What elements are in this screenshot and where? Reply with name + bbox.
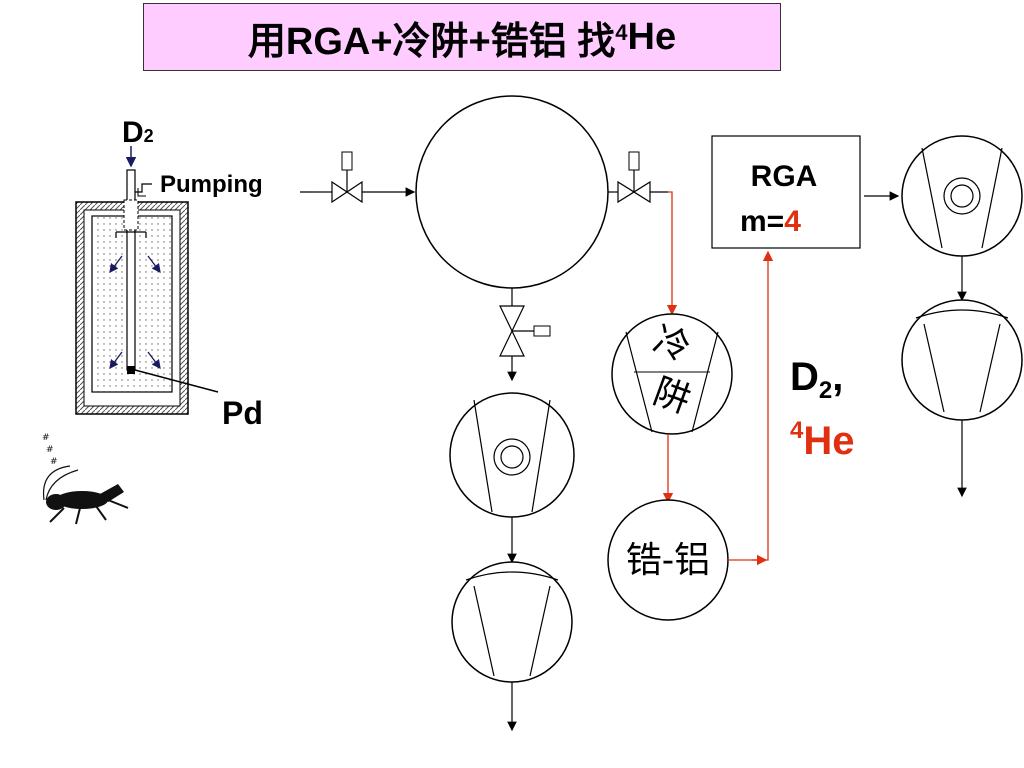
cold-trap bbox=[611, 313, 733, 435]
d2-label: D2 bbox=[122, 116, 154, 149]
roughing-pump-right bbox=[901, 299, 1023, 421]
valve-2[interactable] bbox=[617, 151, 651, 204]
rga-mass-label: m=4 bbox=[740, 205, 801, 238]
title-main: RGA+冷阱+锆铝 找 bbox=[285, 20, 616, 63]
svg-text:#: # bbox=[46, 445, 54, 455]
rga-box bbox=[711, 135, 861, 249]
rga-label: RGA bbox=[751, 160, 818, 193]
pumping-label: Pumping bbox=[160, 171, 263, 198]
flow-to-rga bbox=[728, 250, 774, 561]
valve-1[interactable] bbox=[318, 151, 363, 204]
title-prefix: 用 bbox=[247, 20, 286, 63]
pd-cell bbox=[75, 146, 219, 415]
turbo-pump-right bbox=[901, 135, 1023, 257]
pd-leader-line bbox=[134, 369, 219, 393]
zr-al-label: 锆-铝 bbox=[626, 540, 710, 581]
pd-label: Pd bbox=[222, 395, 263, 431]
turbo-pump-center bbox=[449, 392, 575, 518]
roughing-pump-center bbox=[451, 561, 573, 683]
title-sup: 4 bbox=[615, 20, 628, 45]
title-suffix: He bbox=[627, 15, 677, 58]
flow-to-cold-trap bbox=[666, 191, 678, 316]
cricket-icon: # # # bbox=[42, 433, 129, 525]
gas-he-label: 4He bbox=[790, 417, 855, 463]
pd-sample bbox=[127, 366, 135, 374]
main-vacuum-chamber bbox=[415, 95, 609, 289]
gas-d2-label: D2, bbox=[790, 355, 843, 404]
svg-text:#: # bbox=[50, 457, 58, 467]
svg-text:#: # bbox=[42, 433, 50, 443]
valve-3[interactable] bbox=[499, 305, 551, 357]
